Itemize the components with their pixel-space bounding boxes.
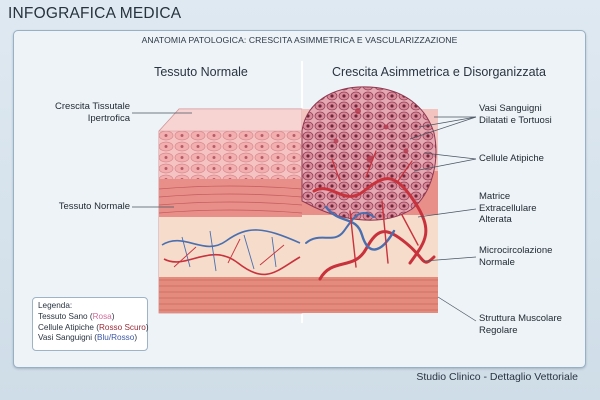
legend-healthy-label: Tessuto Sano ( (38, 311, 93, 321)
legend-healthy-color: Rosa (92, 311, 112, 321)
legend-atypical-color: Rosso Scuro (98, 322, 146, 332)
label-muscle-structure: Struttura Muscolare Regolare (479, 313, 562, 336)
app-title: INFOGRAFICA MEDICA (8, 5, 182, 22)
asymmetric-growth-block (301, 86, 438, 313)
diagram-panel: ANATOMIA PATOLOGICA: CRESCITA ASIMMETRIC… (13, 30, 586, 368)
legend-row-atypical: Cellule Atipiche (Rosso Scuro) (38, 322, 149, 334)
legend-vessels-close: ) (134, 333, 138, 343)
legend-atypical-label: Cellule Atipiche ( (38, 322, 99, 332)
legend-atypical-close: ) (145, 322, 149, 332)
left-column-title: Tessuto Normale (154, 65, 248, 79)
right-column-title: Crescita Asimmetrica e Disorganizzata (332, 65, 546, 79)
footer-caption: Studio Clinico - Dettaglio Vettoriale (416, 371, 578, 383)
label-atypical-cells: Cellule Atipiche (479, 153, 544, 164)
legend-vessels-color: Blu/Rosso (97, 333, 135, 343)
label-dilated-vessels: Vasi Sanguigni Dilatati e Tortuosi (479, 103, 552, 126)
tissue-illustration (132, 61, 477, 323)
legend-row-healthy: Tessuto Sano (Rosa) (38, 312, 142, 323)
normal-tissue-block (158, 108, 303, 314)
panel-header: ANATOMIA PATOLOGICA: CRESCITA ASIMMETRIC… (141, 35, 458, 45)
label-hypertrophic-growth-text: Crescita Tissutale Ipertrofica (55, 101, 130, 124)
legend-row-vessels: Vasi Sanguigni (Blu/Rosso) (38, 333, 142, 344)
label-altered-matrix: Matrice Extracellulare Alterata (479, 191, 537, 225)
legend-vessels-label: Vasi Sanguigni ( (38, 333, 98, 343)
legend-healthy-close: ) (111, 311, 115, 321)
label-hypertrophic-growth: Crescita Tissutale Ipertrofica (18, 101, 130, 124)
label-microcirculation: Microcircolazione Normale (479, 245, 553, 268)
legend-title: Legenda: (38, 301, 73, 310)
label-normal-tissue: Tessuto Normale (58, 201, 130, 212)
legend-box: Legenda: Tessuto Sano (Rosa) Cellule Ati… (32, 297, 149, 351)
